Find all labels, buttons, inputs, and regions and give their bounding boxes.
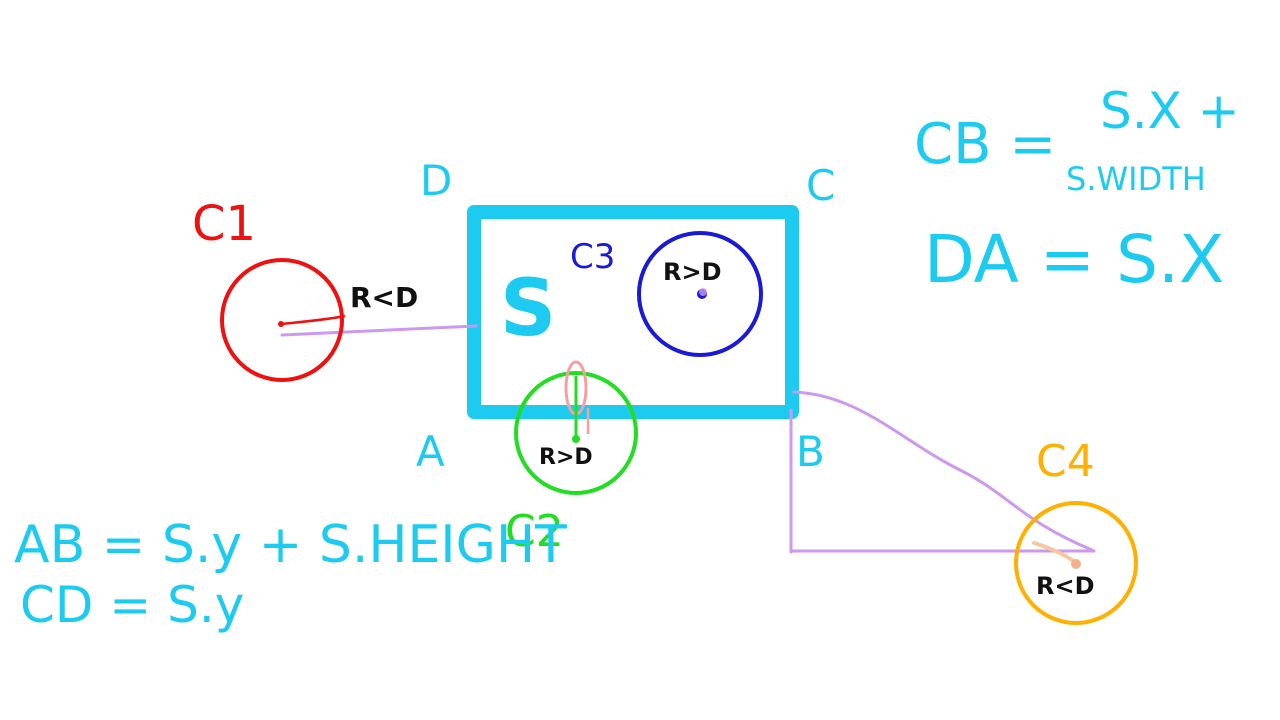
formula-cb-rhs-top: S.X + <box>1100 82 1240 140</box>
label-c1: C1 <box>192 196 256 252</box>
c1-distance-line <box>280 324 478 337</box>
c3-condition: R>D <box>663 258 722 286</box>
c4-center-dot <box>1071 559 1081 569</box>
c1-condition: R<D <box>350 281 418 314</box>
corner-label-a: A <box>416 427 445 476</box>
circle-c3 <box>637 231 763 357</box>
formula-cb-lhs: CB = <box>914 112 1056 177</box>
c4-distance-curve <box>792 390 1094 552</box>
label-c4: C4 <box>1036 436 1095 487</box>
c1-radius-line <box>280 314 346 326</box>
circle-c4 <box>1014 501 1138 625</box>
label-c2: C2 <box>505 506 564 557</box>
corner-label-d: D <box>420 156 452 205</box>
c3-center-halo <box>699 288 707 296</box>
label-s: S <box>500 264 556 354</box>
c2-condition: R>D <box>539 445 593 470</box>
formula-cb-rhs-bottom: S.WIDTH <box>1066 160 1206 198</box>
c2-center-dot <box>572 435 580 443</box>
circle-c1 <box>220 258 344 382</box>
label-c3: C3 <box>570 237 615 277</box>
c4-condition: R<D <box>1036 572 1095 600</box>
c1-center-dot <box>278 321 284 327</box>
corner-label-c: C <box>806 161 835 210</box>
formula-cd: CD = S.y <box>20 576 244 634</box>
c4-radius-line <box>1032 541 1078 565</box>
formula-ab: AB = S.y + S.HEIGHT <box>14 515 567 575</box>
formula-da: DA = S.X <box>924 221 1224 298</box>
corner-label-b: B <box>796 427 825 476</box>
circle-c2 <box>514 371 638 495</box>
